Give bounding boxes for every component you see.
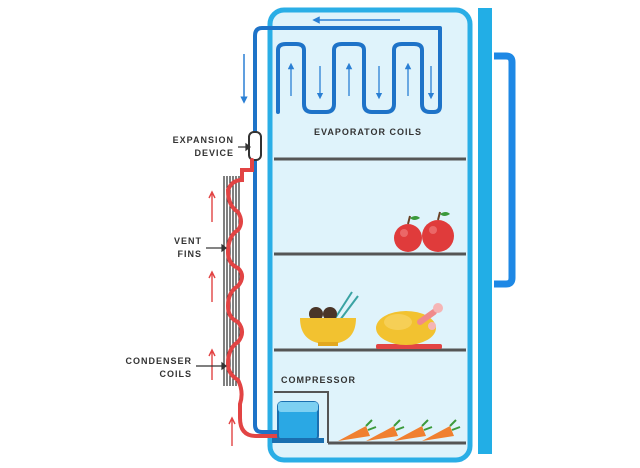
door-handle bbox=[494, 52, 516, 288]
carrot-icon bbox=[394, 419, 433, 441]
condenser-coils-label-1: CONDENSER bbox=[125, 356, 192, 366]
compressor-unit-icon bbox=[272, 401, 324, 443]
roast-chicken-icon bbox=[376, 303, 443, 349]
fridge-door bbox=[478, 8, 492, 454]
hot-flow-arrows bbox=[208, 190, 236, 446]
evaporator-coils bbox=[253, 26, 442, 126]
label-pointers bbox=[196, 142, 251, 371]
carrot-icon bbox=[422, 419, 461, 441]
compressor-label: COMPRESSOR bbox=[281, 375, 356, 385]
condenser-coils bbox=[225, 158, 280, 438]
compressor-compartment bbox=[274, 391, 329, 443]
apple-icon bbox=[394, 215, 422, 252]
vent-fins-label-1: VENT bbox=[174, 236, 202, 246]
condenser-coils-label-2: COILS bbox=[159, 369, 192, 379]
shelves bbox=[274, 157, 466, 445]
carrot-icon bbox=[338, 419, 377, 441]
vent-fins-label-2: FINS bbox=[177, 249, 202, 259]
expansion-device-label-1: EXPANSION bbox=[173, 135, 234, 145]
evaporator-coils-label: EVAPORATOR COILS bbox=[314, 127, 422, 137]
apple-icon bbox=[422, 211, 454, 252]
noodle-bowl-icon bbox=[300, 291, 359, 346]
carrot-icon bbox=[366, 419, 405, 441]
expansion-device bbox=[248, 131, 262, 161]
expansion-device-label-2: DEVICE bbox=[194, 148, 234, 158]
